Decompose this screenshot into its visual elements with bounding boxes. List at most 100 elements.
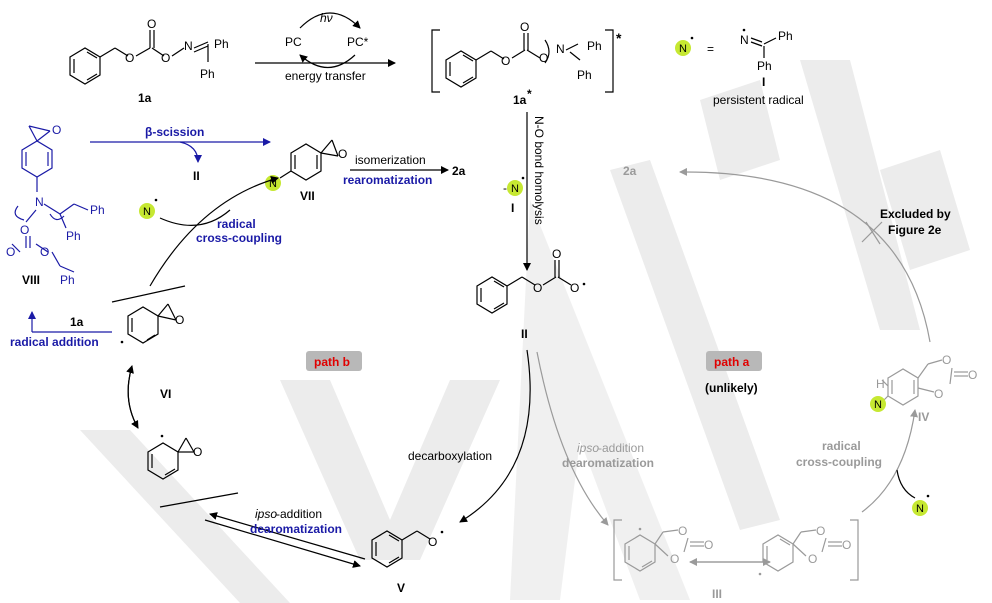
- equals-sign: =: [707, 42, 714, 56]
- atom-o: O: [147, 17, 156, 31]
- substituent-ph: Ph: [214, 37, 229, 51]
- path-b-label: path b: [314, 355, 350, 369]
- product-2a: 2a: [452, 164, 466, 178]
- radical-icon: [912, 500, 928, 516]
- compound-label-1a: 1a: [138, 91, 152, 105]
- compound-II: [476, 260, 572, 314]
- radical-label-I: I: [511, 201, 514, 215]
- atom-o: O: [428, 535, 437, 549]
- photocatalyst-excited: PC*: [347, 35, 369, 49]
- cross-coupling-label-2: cross-coupling: [196, 231, 282, 245]
- beta-scission-label: β-scission: [145, 125, 204, 139]
- atom-o: O: [52, 123, 61, 137]
- ipso-arrow-forward: [204, 519, 361, 568]
- atom-n: N: [740, 33, 749, 47]
- watermark: [80, 60, 970, 603]
- dearomatization-label: dearomatization: [250, 522, 342, 536]
- ipso-arrow-right: [536, 351, 609, 526]
- ipso-prefix: ipso: [255, 507, 277, 521]
- ipso-arrow-reverse: [209, 512, 366, 560]
- bracket: [111, 285, 186, 303]
- radical-addition-label: radical addition: [10, 335, 99, 349]
- ipso-suffix: -addition: [598, 441, 644, 455]
- atom-n: N: [184, 39, 193, 53]
- atom-o: O: [533, 281, 542, 295]
- substituent-ph: Ph: [757, 59, 772, 73]
- rearomatization-label: rearomatization: [343, 173, 432, 187]
- substituent-ph: Ph: [66, 229, 81, 243]
- cross-coupling-label-2: cross-coupling: [796, 455, 882, 469]
- photocatalyst-ground: PC: [285, 35, 302, 49]
- compound-IV: [881, 359, 968, 406]
- substituent-ph: Ph: [587, 39, 602, 53]
- excluded-arrow: [679, 167, 931, 343]
- atom-o: O: [816, 524, 825, 538]
- beta-product-II: II: [193, 169, 200, 183]
- radical-icon: [139, 203, 155, 219]
- cross-coupling-label-1: radical: [217, 217, 256, 231]
- compound-1a: [69, 30, 209, 85]
- bracket: [431, 29, 614, 93]
- atom-o: O: [552, 247, 561, 261]
- compound-label-VI: VI: [160, 387, 171, 401]
- homolysis-label: N-O bond homolysis: [532, 116, 546, 225]
- minus-sign: -: [503, 181, 507, 195]
- compound-VI-upper: [127, 303, 177, 344]
- cross-coupling-label-1: radical: [822, 439, 861, 453]
- excluded-cross: [865, 221, 881, 245]
- substituent-ph: Ph: [90, 203, 105, 217]
- excluded-label-1: Excluded by: [880, 207, 951, 221]
- compound-1a-excited: [445, 33, 581, 88]
- radical-symbol: N: [269, 178, 277, 190]
- atom-o: O: [6, 245, 15, 259]
- atom-n: N: [35, 195, 44, 209]
- atom-n: N: [556, 42, 565, 56]
- compound-label-1a-excited: 1a: [513, 93, 527, 107]
- cross-coupling-join-right: [896, 469, 916, 499]
- excited-star: *: [527, 87, 532, 101]
- compound-label-III: III: [712, 587, 722, 601]
- radical-dot: [582, 282, 586, 286]
- radical-dot: [154, 198, 158, 202]
- path-a-badge: [706, 351, 762, 371]
- atom-o: O: [40, 245, 49, 259]
- resonance-arrow-up: [126, 365, 139, 429]
- compound-label-II: II: [521, 327, 528, 341]
- atom-o: O: [670, 552, 679, 566]
- atom-o: O: [842, 538, 851, 552]
- bracket: [613, 519, 859, 581]
- cross-coupling-arrow: [149, 176, 279, 287]
- radical-dot: [638, 527, 642, 531]
- hydrogen-label: H: [876, 377, 885, 391]
- compound-III-right: [762, 529, 842, 572]
- radical-dot: [926, 494, 930, 498]
- atom-o: O: [678, 524, 687, 538]
- compound-label-VII: VII: [300, 189, 315, 203]
- decarboxylation-arrow: [459, 349, 531, 523]
- compound-VI-lower: [147, 437, 195, 480]
- beta-scission-branch: [179, 141, 202, 163]
- substituent-ph: Ph: [60, 273, 75, 287]
- spiro-epoxide-top: [21, 125, 53, 192]
- bracket-star: *: [616, 30, 622, 46]
- photocatalyst-cycle: [299, 12, 361, 68]
- atom-o: O: [539, 51, 548, 65]
- substituent-ph: Ph: [577, 68, 592, 82]
- radical-dot: [521, 176, 525, 180]
- atom-o: O: [501, 54, 510, 68]
- radical-symbol: N: [916, 503, 924, 515]
- persistent-radical-label: persistent radical: [713, 93, 804, 107]
- compound-VIII-bonds: [11, 203, 89, 273]
- radical-symbol: N: [679, 43, 687, 55]
- compound-V: [371, 530, 431, 568]
- ipso-suffix: -addition: [276, 507, 322, 521]
- radical-symbol: N: [874, 399, 882, 411]
- path-b-badge: [306, 351, 362, 371]
- ipso-prefix: ipso: [577, 441, 599, 455]
- substituent-ph: Ph: [778, 29, 793, 43]
- atom-o: O: [338, 147, 347, 161]
- radical-dot: [690, 36, 694, 40]
- excluded-label-2: Figure 2e: [888, 223, 942, 237]
- atom-o: O: [193, 445, 202, 459]
